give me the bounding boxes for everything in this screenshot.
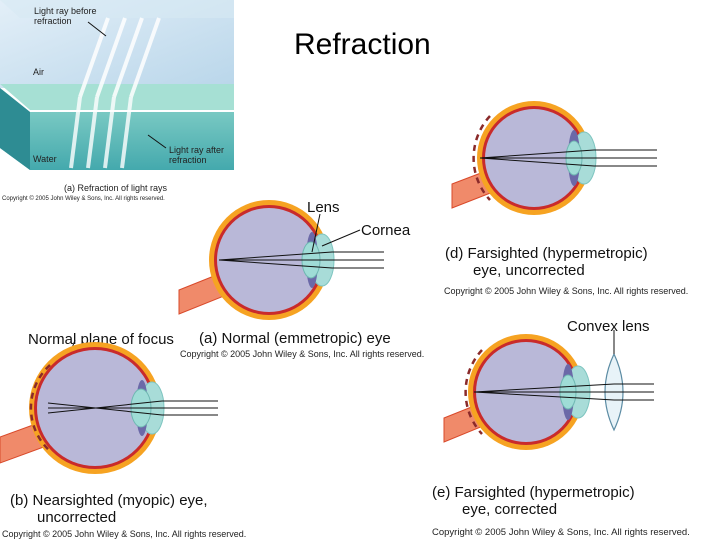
normal-focus-dashed (472, 115, 491, 201)
label-convex-lens: Convex lens (567, 318, 650, 335)
light-rays (473, 383, 654, 401)
air-top-face (0, 0, 234, 18)
label-lens: Lens (307, 199, 340, 216)
light-rays (218, 251, 384, 269)
normal-focus-dashed (464, 349, 483, 435)
label-cornea: Cornea (361, 222, 411, 239)
copyright-myopic-eye: Copyright © 2005 John Wiley & Sons, Inc.… (2, 529, 247, 539)
copyright-normal-eye: Copyright © 2005 John Wiley & Sons, Inc.… (180, 349, 425, 359)
label-water: Water (33, 154, 57, 164)
water-surface (0, 84, 234, 110)
caption-refraction: (a) Refraction of light rays (64, 183, 168, 193)
light-rays (47, 400, 218, 416)
light-rays-after (69, 96, 133, 169)
caption-myopic-eye: (b) Nearsighted (myopic) eye, uncorrecte… (10, 492, 208, 526)
eye-hyperopic-corrected-diagram (443, 330, 654, 450)
light-rays (479, 149, 657, 167)
copyright-refraction: Copyright © 2005 John Wiley & Sons, Inc.… (2, 196, 165, 202)
slide-title: Refraction (294, 28, 431, 61)
eye-myopic-diagram (0, 342, 218, 474)
eye-hyperopic-uncorrected-diagram (451, 101, 657, 215)
pointer-before (87, 21, 107, 37)
copyright-hyperopic-uncorrected: Copyright © 2005 John Wiley & Sons, Inc.… (444, 286, 689, 296)
label-normal-plane-of-focus: Normal plane of focus (28, 331, 174, 348)
water-block (0, 88, 234, 170)
water-side-face (0, 88, 30, 170)
eye-normal-diagram (178, 200, 384, 320)
copyright-hyperopic-corrected: Copyright © 2005 John Wiley & Sons, Inc.… (432, 527, 690, 538)
pointer-after (147, 134, 167, 149)
refraction-diagram (0, 0, 234, 170)
caption-hyperopic-corrected: (e) Farsighted (hypermetropic) eye, corr… (432, 484, 635, 518)
caption-hyperopic-uncorrected: (d) Farsighted (hypermetropic) eye, unco… (445, 245, 648, 279)
light-rays-before (78, 17, 161, 98)
normal-focus-dashed (29, 364, 51, 452)
caption-normal-eye: (a) Normal (emmetropic) eye (199, 330, 391, 347)
label-air: Air (33, 67, 44, 77)
